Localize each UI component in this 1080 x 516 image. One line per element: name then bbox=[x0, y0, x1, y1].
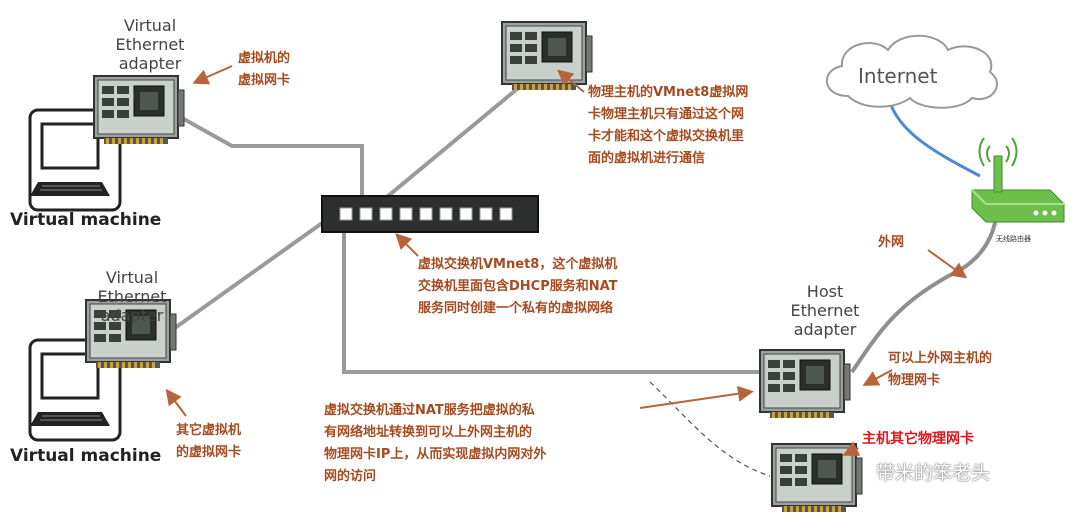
cable-switch-host bbox=[342, 218, 772, 374]
vmnet8-nic-icon bbox=[501, 21, 593, 91]
red-arrow bbox=[842, 441, 861, 456]
internet-label: Internet bbox=[858, 64, 938, 88]
cable-vm1-switch bbox=[181, 116, 364, 206]
note-host-nic: 可以上外网主机的物理网卡 bbox=[888, 351, 993, 388]
cables bbox=[170, 68, 998, 374]
virtual-switch-icon bbox=[321, 195, 539, 233]
host-nic-icon bbox=[759, 349, 851, 419]
note-other-physical-nic: 主机其它物理网卡 bbox=[862, 431, 974, 447]
internet-cloud-icon bbox=[825, 34, 998, 109]
other-physical-nic-icon bbox=[771, 443, 863, 513]
vm1-caption: Virtual machine bbox=[10, 210, 162, 230]
note-vm-nic: 虚拟机的虚拟网卡 bbox=[238, 51, 291, 88]
virtual-nic-1-icon bbox=[93, 75, 185, 145]
note-other-vm-nic: 其它虚拟机的虚拟网卡 bbox=[176, 423, 242, 460]
note-vmnet8-nic: 物理主机的VMnet8虚拟网卡物理主机只有通过这个网卡才能和这个虚拟交换机里面的… bbox=[588, 85, 749, 166]
note-wan: 外网 bbox=[878, 235, 905, 250]
router-label: 无线路由器 bbox=[996, 235, 1031, 243]
vm2-caption: Virtual machine bbox=[10, 446, 162, 466]
annotation-arrows bbox=[165, 65, 968, 417]
dashed-link-other-nic bbox=[649, 381, 771, 477]
router-icon bbox=[971, 137, 1065, 223]
watermark: 带米的笨老头 bbox=[876, 462, 991, 484]
cable-vm2-switch bbox=[170, 204, 348, 332]
cable-host-router bbox=[850, 217, 998, 374]
note-nat: 虚拟交换机通过NAT服务把虚拟的私有网络地址转换到可以上外网主机的物理网卡IP上… bbox=[324, 403, 547, 484]
cable-internet-router bbox=[886, 95, 981, 178]
cable-vmnet8-switch bbox=[374, 68, 542, 208]
